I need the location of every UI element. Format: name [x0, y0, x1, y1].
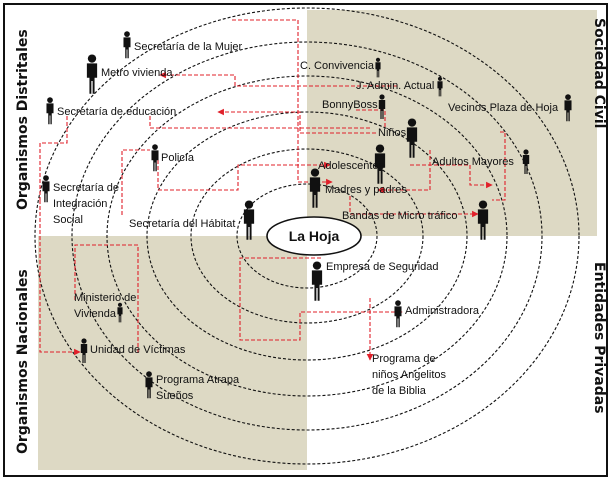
arrow-habitat-policia [121, 149, 150, 215]
arrow-mujer-ninos [232, 19, 333, 186]
actor-label-secretaria-mujer: Secretaría de la Mujer [134, 41, 243, 53]
person-icon-administradora [394, 300, 402, 328]
actor-label-secretaria-integracion: Secretaría de Integración Social [53, 182, 122, 226]
ring-6 [34, 7, 580, 465]
arrow-integracion-victimas [39, 200, 81, 356]
actor-label-vecinos: Vecinos Plaza de Hoja [448, 102, 559, 114]
actor-label-secretaria-educacion: Secretaría de educación [57, 106, 176, 118]
programa-ninos-line-1: Programa de [372, 353, 436, 365]
ring-3 [146, 111, 468, 361]
arrow-policia-adolescentes [157, 160, 331, 191]
ring-5 [71, 41, 543, 431]
actor-label-programa-ninos: Programa de niños Angelitos de la Biblia [372, 353, 449, 397]
actor-label-bandas: Bandas de Micro tráfico [342, 210, 458, 222]
integracion-line-2: Integración [53, 198, 107, 210]
actor-label-metro-vivienda: Metro vivienda [101, 67, 173, 79]
relationship-arrows [39, 19, 506, 361]
actor-label-unidad-victimas: Unidad de Víctimas [90, 344, 186, 356]
person-icon-secretaria-integracion [42, 175, 50, 203]
integracion-line-1: Secretaría de [53, 182, 119, 194]
label-organismos-distritales: Organismos Distritales [15, 29, 31, 210]
center-label: La Hoja [289, 228, 340, 244]
arrow-bonnyboss-ninos [356, 109, 386, 128]
actor-label-adultos-mayores: Adultos Mayores [432, 156, 514, 168]
actor-label-madres-padres: Madres y padres [325, 184, 407, 196]
actor-label-ninos: Niños [378, 127, 407, 139]
atrapa-line-2: Sueños [156, 390, 194, 402]
label-sociedad-civil: Sociedad Civil [591, 18, 607, 128]
atrapa-line-1: Programa Atrapa [156, 374, 240, 386]
arrow-educacion-integracion [39, 116, 68, 200]
label-organismos-nacionales: Organismos Nacionales [15, 269, 31, 454]
arrow-vecinos-bandas [492, 131, 506, 201]
ministerio-line-2: Vivienda [74, 308, 117, 320]
ministerio-line-1: Ministerio de [74, 292, 136, 304]
actor-label-policia: Policía [161, 152, 195, 164]
programa-ninos-line-3: de la Biblia [372, 385, 427, 397]
influence-rings [34, 7, 580, 465]
label-entidades-privadas: Entidades Privadas [591, 262, 607, 414]
integracion-line-3: Social [53, 214, 83, 226]
person-icon-metro-vivienda [86, 54, 98, 94]
actor-label-ministerio-vivienda: Ministerio de Vivienda [74, 292, 139, 320]
person-icon-empresa-seguridad [311, 261, 323, 301]
ring-4 [106, 75, 508, 397]
actor-label-j-admin: J. Admin. Actual [356, 80, 434, 92]
diagram-frame [3, 3, 608, 477]
actor-label-c-convivencia: C. Convivencia [300, 60, 375, 72]
actor-label-empresa-seguridad: Empresa de Seguridad [326, 261, 439, 273]
arrow-adolescentes-bandas [410, 164, 493, 189]
actor-label-administradora: Administradora [405, 305, 480, 317]
arrow-adultos-madres [377, 150, 431, 194]
arrow-ninos-educacion [217, 108, 376, 134]
person-icon-secretaria-educacion [46, 97, 54, 125]
center-node [266, 216, 362, 256]
actor-label-programa-atrapa: Programa Atrapa Sueños [156, 374, 242, 402]
arrow-madres-bandas [349, 196, 479, 218]
arrow-jadmin-metro [159, 71, 397, 87]
programa-ninos-line-2: niños Angelitos [372, 369, 446, 381]
actor-label-bonnyboss: BonnyBoss [322, 99, 378, 111]
ring-1 [236, 183, 378, 289]
arrow-empresa-administradora [239, 257, 403, 341]
arrow-atrapa [74, 244, 139, 355]
actor-label-secretaria-habitat: Secretaría del Hábitat [129, 218, 235, 230]
person-icon-secretaria-habitat [243, 200, 255, 240]
person-icon-secretaria-mujer [123, 31, 131, 59]
quadrant-top-right-bg [307, 10, 597, 236]
actor-labels: Secretaría de la Mujer Metro vivienda Se… [53, 41, 559, 402]
ring-2 [190, 148, 424, 324]
actor-label-adolescentes: Adolescentes [318, 160, 385, 172]
